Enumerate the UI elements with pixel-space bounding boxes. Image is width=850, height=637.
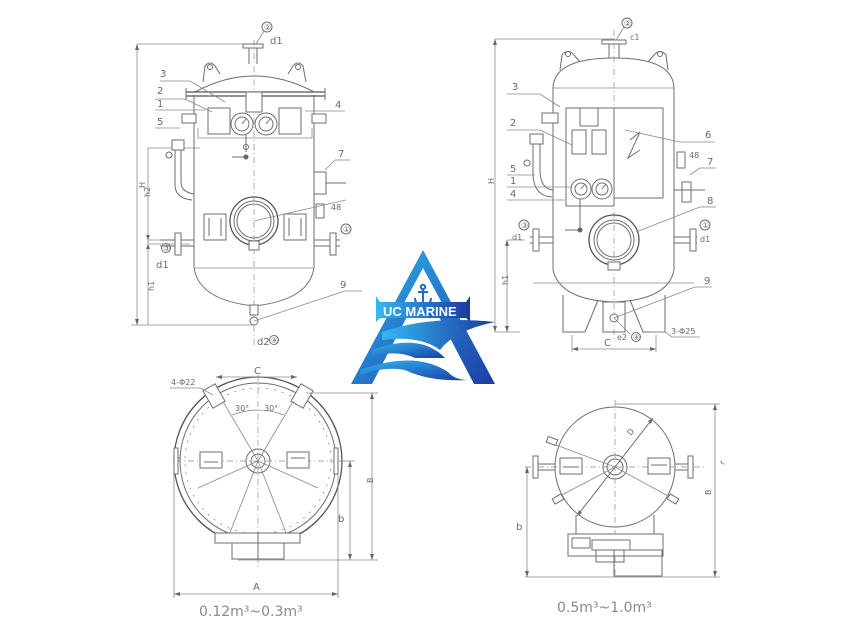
- right-callout-1: 1: [510, 176, 516, 187]
- right-circled-1: ①: [343, 225, 350, 234]
- right-right-nozzle-d1: d1: [700, 235, 710, 244]
- left-elevation-view: H h2 h1 ② d1: [131, 21, 362, 348]
- dim-h1-label: h1: [147, 281, 156, 291]
- right-dim-48-label: 48: [689, 151, 699, 160]
- callout-7: 7: [338, 149, 344, 160]
- callout-5: 5: [157, 117, 163, 128]
- left-circled-3: ③: [163, 244, 170, 253]
- left-dim-48-label: 48: [331, 203, 341, 212]
- right-bolt-holes-label: 3-Φ25: [671, 327, 695, 336]
- right-left-circled-3: ③: [521, 221, 528, 230]
- left-capacity-caption: 0.12m³~0.3m³: [199, 604, 303, 620]
- right-callout-5: 5: [510, 164, 516, 175]
- left-bolt-holes-label: 4-Φ22: [171, 378, 195, 387]
- callout-9: 9: [340, 280, 346, 291]
- right-callout-9: 9: [704, 276, 710, 287]
- bottom-circled-4: ④: [271, 336, 278, 345]
- left-plan-dim-B: B: [366, 478, 375, 484]
- right-right-circled-1: ①: [702, 221, 709, 230]
- dim-h2-label: h2: [143, 187, 152, 197]
- logo-text: UC MARINE: [383, 304, 457, 319]
- right-top-circled-label: ②: [624, 19, 631, 28]
- right-callout-7: 7: [707, 157, 713, 168]
- callout-3: 3: [160, 69, 166, 80]
- right-left-nozzle-d1: d1: [512, 233, 522, 242]
- right-top-nozzle-label: c1: [630, 33, 640, 42]
- uc-marine-logo: UC MARINE: [351, 250, 495, 384]
- angle-right-label: 30°: [264, 404, 278, 413]
- right-bottom-circled-4: ④: [633, 333, 640, 342]
- right-dim-H-label: H: [487, 178, 496, 184]
- right-plan-dim-B: B: [704, 490, 713, 496]
- left-plan-dim-A: A: [253, 582, 260, 593]
- right-elevation-view: H h1 ② c1: [487, 17, 716, 352]
- dim-H-label: H: [138, 182, 147, 188]
- right-plan-dim-r: r: [718, 458, 728, 466]
- left-top-circled-label: ②: [264, 23, 271, 32]
- left-plan-dim-b: b: [338, 514, 344, 525]
- right-plan-view: D B r b: [516, 400, 727, 578]
- callout-4: 4: [335, 100, 341, 111]
- callout-1: 1: [157, 99, 163, 110]
- left-top-nozzle-label: d1: [270, 36, 283, 47]
- left-nozzle-d1-label: d1: [156, 260, 169, 271]
- right-plan-dim-D: D: [625, 427, 636, 437]
- bottom-nozzle-d2-label: d2: [257, 337, 270, 348]
- right-plan-dim-b: b: [516, 522, 522, 533]
- left-plan-view: 30° 30° C 4-Φ22 B b: [170, 366, 378, 598]
- right-callout-6: 6: [705, 130, 711, 141]
- right-callout-3: 3: [512, 82, 518, 93]
- angle-left-label: 30°: [235, 404, 249, 413]
- left-plan-dim-C: C: [254, 366, 261, 377]
- right-dim-C-label: C: [604, 338, 611, 349]
- right-callout-2: 2: [510, 118, 516, 129]
- right-callout-4: 4: [510, 189, 516, 200]
- right-dim-h1-label: h1: [501, 275, 510, 285]
- right-bottom-nozzle: e2: [617, 333, 627, 342]
- right-callout-8: 8: [707, 196, 713, 207]
- right-capacity-caption: 0.5m³~1.0m³: [557, 600, 652, 616]
- callout-2: 2: [157, 86, 163, 97]
